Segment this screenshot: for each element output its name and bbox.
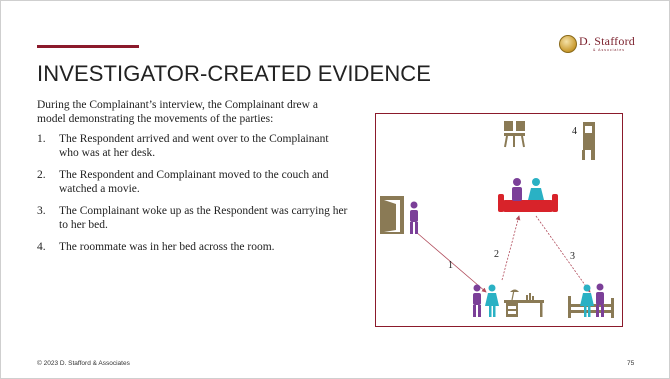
diagram-canvas [380,121,614,318]
step-label-4: 4 [572,126,577,137]
desk-icon [504,289,544,317]
slide-body: During the Complainant’s interview, the … [37,98,349,262]
step-text: The Respondent and Complainant moved to … [59,169,329,195]
complainant-at-desk [485,284,499,317]
footer-copyright: © 2023 D. Stafford & Associates [37,360,130,367]
steps-list: 1. The Respondent arrived and went over t… [37,132,349,254]
logo-name: D. Stafford [579,34,635,48]
complainant-figure-bed [580,284,594,317]
step-label-3: 3 [570,251,575,262]
complainant-on-couch [528,178,544,200]
list-item: 4. The roommate was in her bed across the… [37,240,349,254]
page-number: 75 [627,360,635,367]
list-item: 3. The Complainant woke up as the Respond… [37,204,349,232]
list-item: 1. The Respondent arrived and went over t… [37,132,349,160]
dining-table-icon [504,121,525,148]
door-icon [380,196,404,234]
intro-paragraph: During the Complainant’s interview, the … [37,99,318,125]
arrow-2 [501,215,521,281]
step-text: The roommate was in her bed across the r… [59,241,275,253]
list-item: 2. The Respondent and Complainant moved t… [37,168,349,196]
step-label-1: 1 [448,260,453,271]
roommate-bed-icon [582,122,595,160]
step-number: 1. [37,133,46,145]
room-diagram: 1 2 3 4 [375,113,623,327]
respondent-figure-bed [596,283,604,317]
arrow-3 [535,215,591,293]
couch-icon [498,194,558,212]
company-logo: D. Stafford & Associates [559,34,659,56]
respondent-figure [410,201,418,234]
arrow-1 [415,231,487,293]
slide-title: INVESTIGATOR-CREATED EVIDENCE [37,61,432,86]
step-number: 2. [37,169,46,181]
logo-subtitle: & Associates [593,48,626,52]
title-accent-bar [37,45,139,48]
respondent-at-desk [473,284,481,317]
step-label-2: 2 [494,249,499,260]
seal-icon [559,35,577,53]
step-number: 3. [37,205,46,217]
step-number: 4. [37,241,46,253]
step-text: The Complainant woke up as the Responden… [59,205,348,231]
step-text: The Respondent arrived and went over to … [59,133,329,159]
respondent-on-couch [512,178,522,201]
